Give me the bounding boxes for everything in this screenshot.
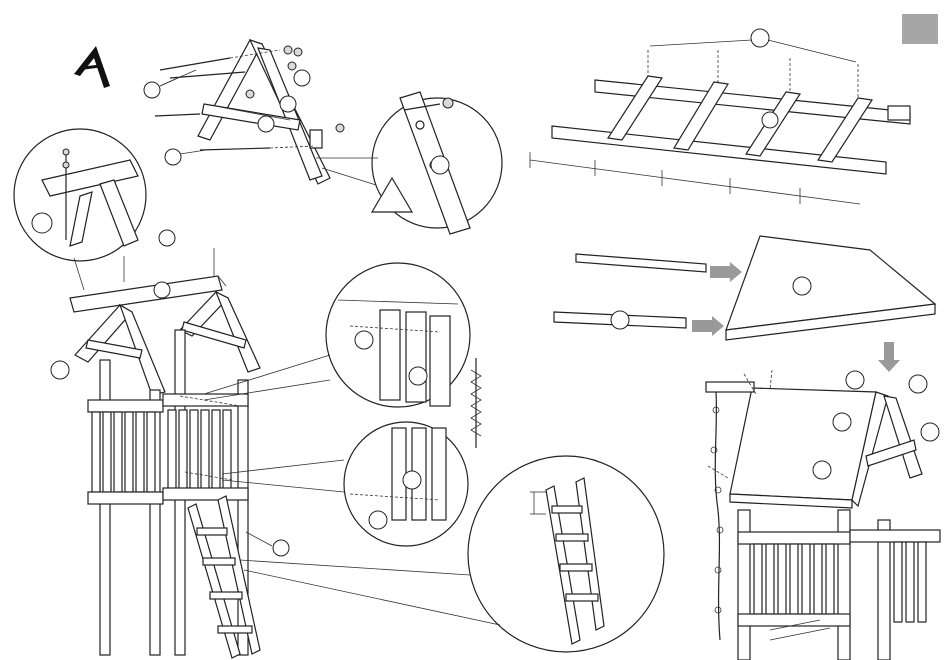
roof-panel-assembly bbox=[554, 236, 935, 372]
roof-batten-layout bbox=[530, 29, 910, 204]
detail-zoom-hanger bbox=[14, 129, 146, 290]
drill-bit-icon bbox=[471, 358, 481, 448]
detail-zoom-truss-bolt bbox=[316, 92, 502, 234]
detail-zoom-slats-lower bbox=[344, 422, 468, 546]
railing-slats-left bbox=[92, 410, 231, 492]
corner-tab bbox=[902, 14, 938, 44]
rope-knots bbox=[711, 407, 723, 613]
truss-assembly-top bbox=[144, 40, 344, 184]
arrow-down-icon bbox=[878, 342, 900, 372]
detail-zoom-slats-upper bbox=[326, 263, 470, 407]
triangle-letter-a-icon bbox=[74, 46, 110, 88]
detail-zoom-ladder bbox=[468, 456, 664, 652]
finished-roof-tower bbox=[706, 370, 940, 660]
triangle-icon bbox=[372, 178, 412, 212]
